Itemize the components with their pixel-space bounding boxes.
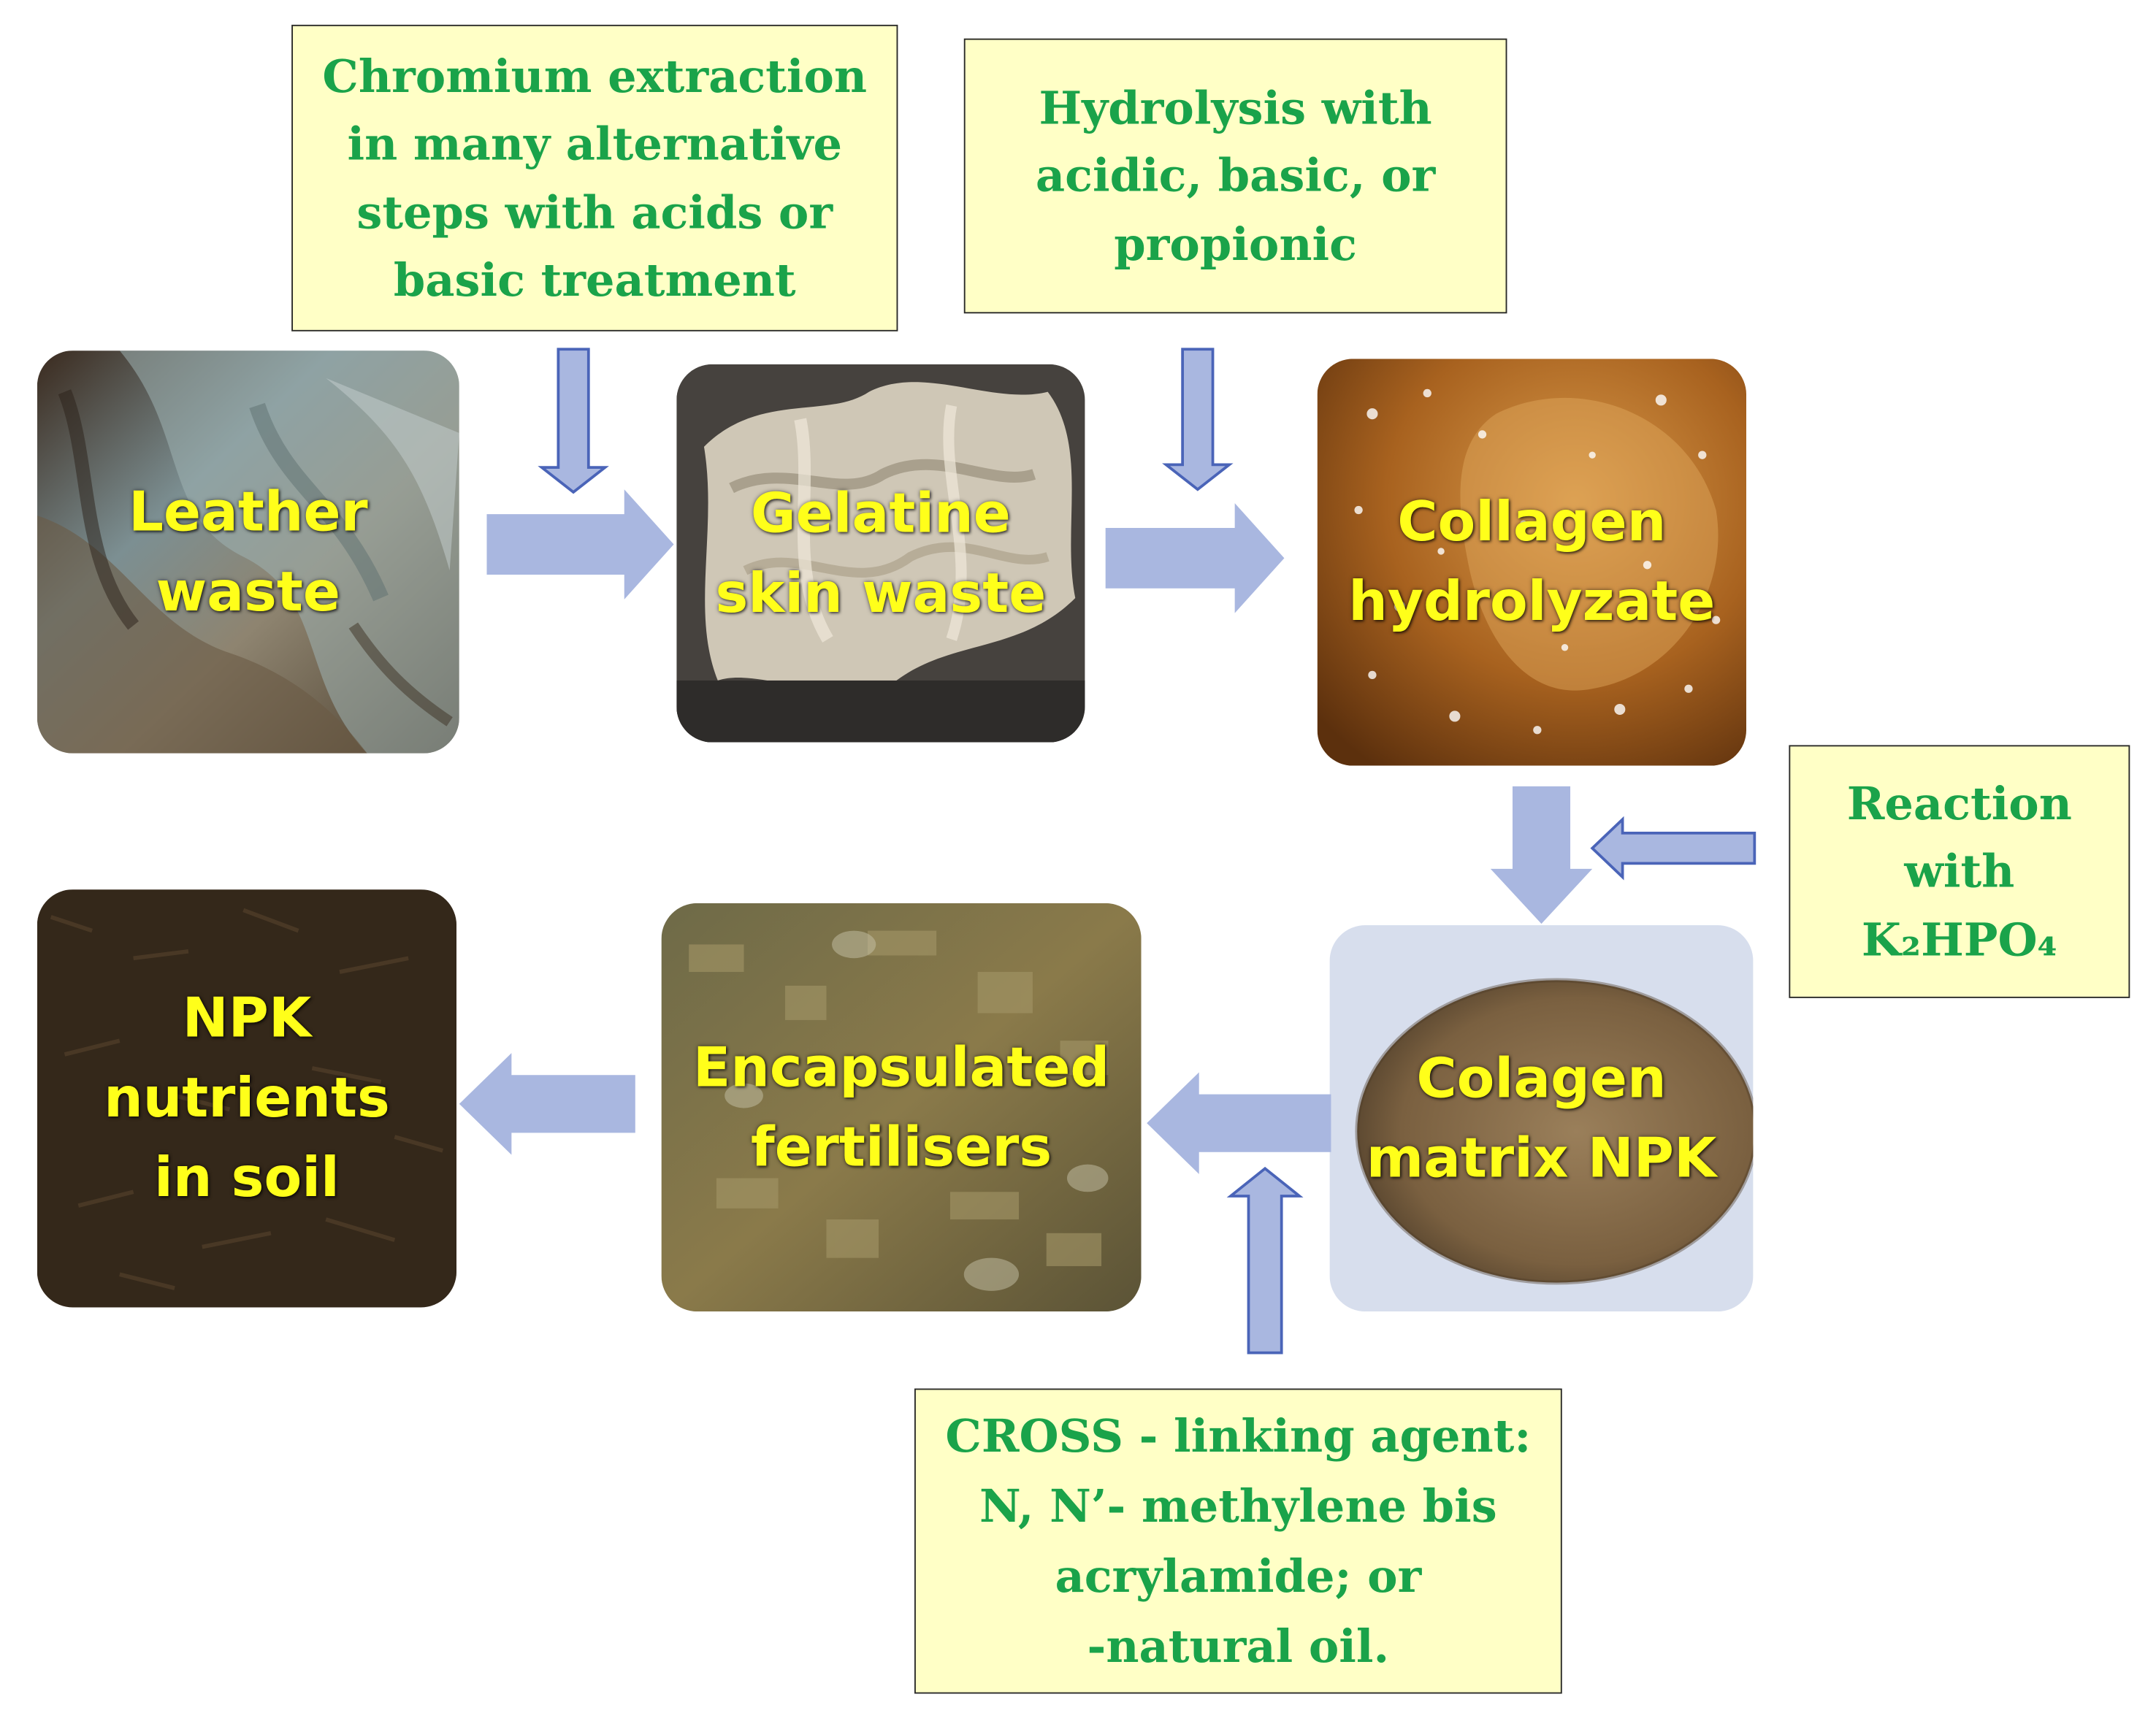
note-line: in many alternative bbox=[347, 117, 842, 171]
note-line: Reaction bbox=[1846, 776, 2072, 830]
note-line: -natural oil. bbox=[1087, 1620, 1390, 1674]
arrow-right-icon bbox=[486, 489, 674, 599]
note-line: CROSS - linking agent: bbox=[945, 1409, 1532, 1463]
soil-image bbox=[37, 889, 457, 1308]
arrow-down-icon bbox=[538, 348, 609, 494]
colagen-matrix-npk-image bbox=[1329, 925, 1754, 1312]
gelatine-skin-waste-image bbox=[676, 364, 1085, 743]
arrow-left-icon bbox=[1147, 1072, 1331, 1174]
note-chromium-extraction: Chromium extraction in many alternative … bbox=[291, 24, 898, 332]
stage-label-line: Colagen bbox=[1416, 1046, 1667, 1111]
stage-label: Collagen hydrolyzate bbox=[1318, 359, 1746, 765]
stage-colagen-matrix-npk: Colagen matrix NPK bbox=[1329, 925, 1754, 1312]
note-line: propionic bbox=[1114, 216, 1357, 271]
note-line: basic treatment bbox=[393, 253, 796, 307]
stage-collagen-hydrolyzate: Collagen hydrolyzate bbox=[1317, 359, 1747, 766]
stage-label-line: Gelatine bbox=[750, 481, 1011, 545]
stage-npk-nutrients-in-soil: NPK nutrients in soil bbox=[37, 889, 457, 1308]
note-line: K₂HPO₄ bbox=[1861, 912, 2057, 967]
stage-label-line: Collagen bbox=[1397, 491, 1667, 554]
stage-label-line: in soil bbox=[154, 1146, 340, 1210]
arrow-left-icon bbox=[459, 1053, 635, 1155]
arrow-up-icon bbox=[1226, 1166, 1304, 1355]
stage-label: NPK nutrients in soil bbox=[37, 889, 456, 1307]
note-line: Chromium extraction bbox=[322, 48, 868, 103]
note-hydrolysis: Hydrolysis with acidic, basic, or propio… bbox=[963, 38, 1507, 314]
note-crosslinking-agent: CROSS - linking agent: N, N’- methylene … bbox=[914, 1388, 1562, 1694]
stage-label: Colagen matrix NPK bbox=[1330, 925, 1754, 1311]
note-line: acidic, basic, or bbox=[1035, 148, 1436, 203]
stage-label-line: fertilisers bbox=[750, 1115, 1052, 1179]
stage-label-line: skin waste bbox=[715, 562, 1047, 625]
leather-waste-image bbox=[37, 350, 459, 754]
note-line: acrylamide; or bbox=[1055, 1549, 1422, 1604]
stage-gelatine-skin-waste: Gelatine skin waste bbox=[676, 364, 1085, 743]
stage-label-line: Encapsulated bbox=[692, 1035, 1110, 1100]
stage-label-line: hydrolyzate bbox=[1348, 570, 1716, 634]
arrow-down-icon bbox=[1162, 348, 1234, 491]
note-line: with bbox=[1904, 844, 2015, 898]
arrow-left-icon bbox=[1590, 816, 1756, 881]
collagen-hydrolyzate-image bbox=[1317, 359, 1747, 766]
arrow-right-icon bbox=[1105, 503, 1285, 613]
stage-label: Leather waste bbox=[37, 350, 459, 754]
note-line: steps with acids or bbox=[356, 185, 833, 239]
encapsulated-fertilisers-image bbox=[661, 903, 1142, 1312]
stage-label-line: nutrients bbox=[104, 1066, 390, 1130]
stage-encapsulated-fertilisers: Encapsulated fertilisers bbox=[661, 903, 1142, 1312]
stage-label-line: matrix NPK bbox=[1366, 1126, 1717, 1190]
note-line: Hydrolysis with bbox=[1039, 80, 1432, 135]
note-reaction-k2hpo4: Reaction with K₂HPO₄ bbox=[1789, 745, 2130, 998]
stage-label: Gelatine skin waste bbox=[676, 364, 1085, 743]
stage-label-line: waste bbox=[156, 560, 340, 624]
arrow-down-icon bbox=[1490, 786, 1593, 924]
stage-label-line: Leather bbox=[128, 480, 368, 544]
stage-label-line: NPK bbox=[182, 986, 312, 1051]
stage-label: Encapsulated fertilisers bbox=[662, 903, 1142, 1311]
stage-leather-waste: Leather waste bbox=[37, 350, 459, 754]
note-line: N, N’- methylene bis bbox=[979, 1479, 1497, 1533]
